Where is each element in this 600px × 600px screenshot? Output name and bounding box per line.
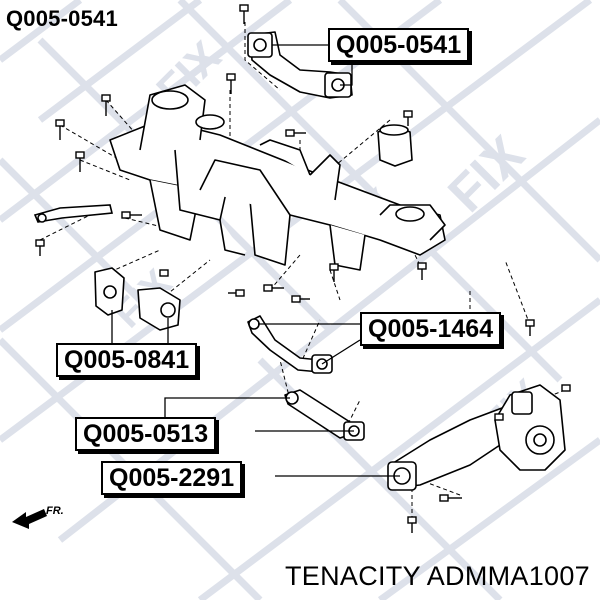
page-title: Q005-0541 xyxy=(6,6,118,31)
svg-text:FIX: FIX xyxy=(437,125,535,223)
lower-arm-knuckle xyxy=(387,384,566,491)
subframe-mount-bushing xyxy=(377,124,413,167)
footer-part-number: TENACITY ADMMA1007 xyxy=(285,561,590,591)
callout-q005-0541: Q005-0541 xyxy=(328,28,470,62)
lateral-link xyxy=(33,204,114,223)
front-direction-label: FR. xyxy=(46,505,64,517)
callout-q005-1464: Q005-1464 xyxy=(360,312,502,346)
callout-q005-2291: Q005-2291 xyxy=(101,461,243,495)
bracket-bushings xyxy=(94,267,181,331)
leader-lines xyxy=(111,44,400,477)
rear-subframe xyxy=(109,84,446,271)
callout-q005-0841: Q005-0841 xyxy=(56,343,198,377)
toe-link xyxy=(247,315,333,374)
front-arrow-icon xyxy=(12,509,47,529)
callout-q005-0513: Q005-0513 xyxy=(75,417,217,451)
